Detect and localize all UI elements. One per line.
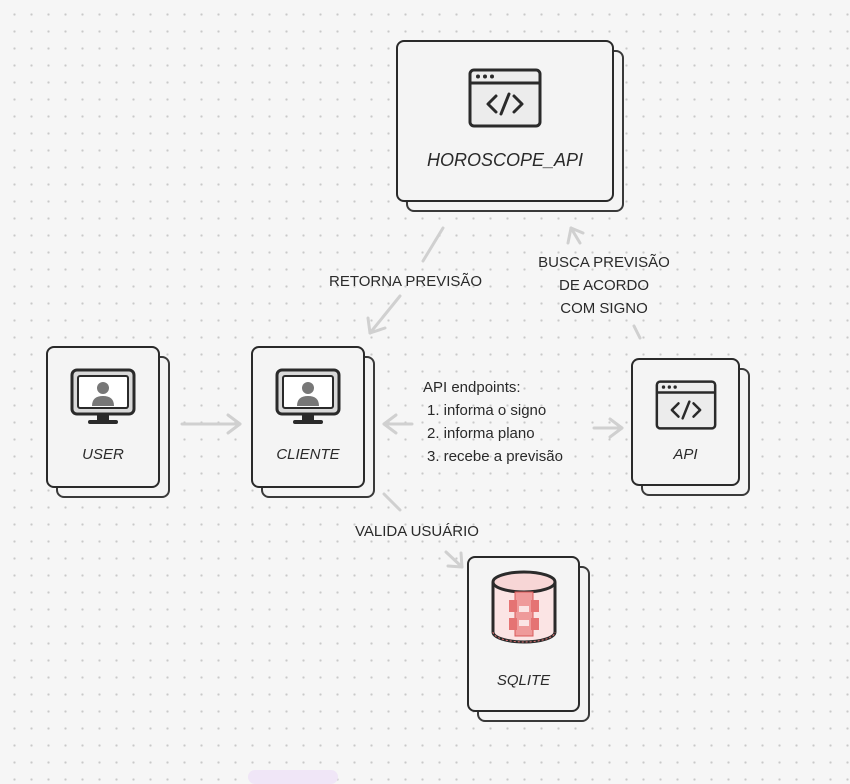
edge-label-retorna: RETORNA PREVISÃO: [329, 273, 483, 290]
endpoints-item: 2. informa plano: [427, 425, 535, 442]
node-label: SQLITE: [496, 672, 551, 689]
arrowhead-retorna: [366, 316, 387, 335]
arrowhead-endpoints-api: [608, 417, 624, 439]
arrowhead-user-cliente: [226, 413, 242, 435]
node-horoscope-api[interactable]: HOROSCOPE_API: [396, 40, 624, 212]
node-sqlite[interactable]: SQLITE: [467, 556, 590, 722]
edge-busca-lower: [632, 324, 642, 340]
node-label: USER: [82, 446, 124, 463]
node-cliente[interactable]: CLIENTE: [251, 346, 375, 498]
node-label: HOROSCOPE_API: [426, 150, 584, 170]
code-window-icon: [468, 68, 542, 133]
node-api[interactable]: API: [631, 358, 750, 496]
arrowhead-endpoints-cliente: [382, 413, 398, 435]
edge-label-busca-line: COM SIGNO: [560, 300, 648, 317]
edge-label-endpoints: API endpoints: 1. informa o signo 2. inf…: [423, 376, 563, 468]
node-label: CLIENTE: [276, 446, 340, 463]
edge-busca-upper: [569, 226, 582, 245]
edge-retorna-lower: [368, 294, 402, 335]
database-icon: [491, 570, 557, 651]
arrowhead-busca: [566, 226, 585, 245]
monitor-user-icon: [275, 368, 341, 431]
bottom-tab: [248, 770, 338, 784]
edge-valida-upper: [382, 492, 402, 512]
arrowhead-valida: [446, 551, 464, 569]
edge-label-busca: BUSCA PREVISÃO DE ACORDO COM SIGNO: [528, 251, 680, 320]
node-user[interactable]: USER: [46, 346, 170, 498]
node-label: API: [673, 446, 698, 463]
edge-label-busca-line: BUSCA PREVISÃO: [538, 254, 670, 271]
edge-label-busca-line: DE ACORDO: [558, 277, 649, 294]
edge-valida-lower: [444, 550, 464, 569]
code-window-icon: [655, 380, 717, 435]
endpoints-title: API endpoints:: [423, 379, 521, 396]
edge-label-valida: VALIDA USUÁRIO: [355, 523, 479, 540]
edge-retorna-upper: [421, 226, 445, 263]
endpoints-item: 1. informa o signo: [427, 402, 547, 419]
endpoints-item: 3. recebe a previsão: [427, 448, 563, 465]
monitor-user-icon: [70, 368, 136, 431]
